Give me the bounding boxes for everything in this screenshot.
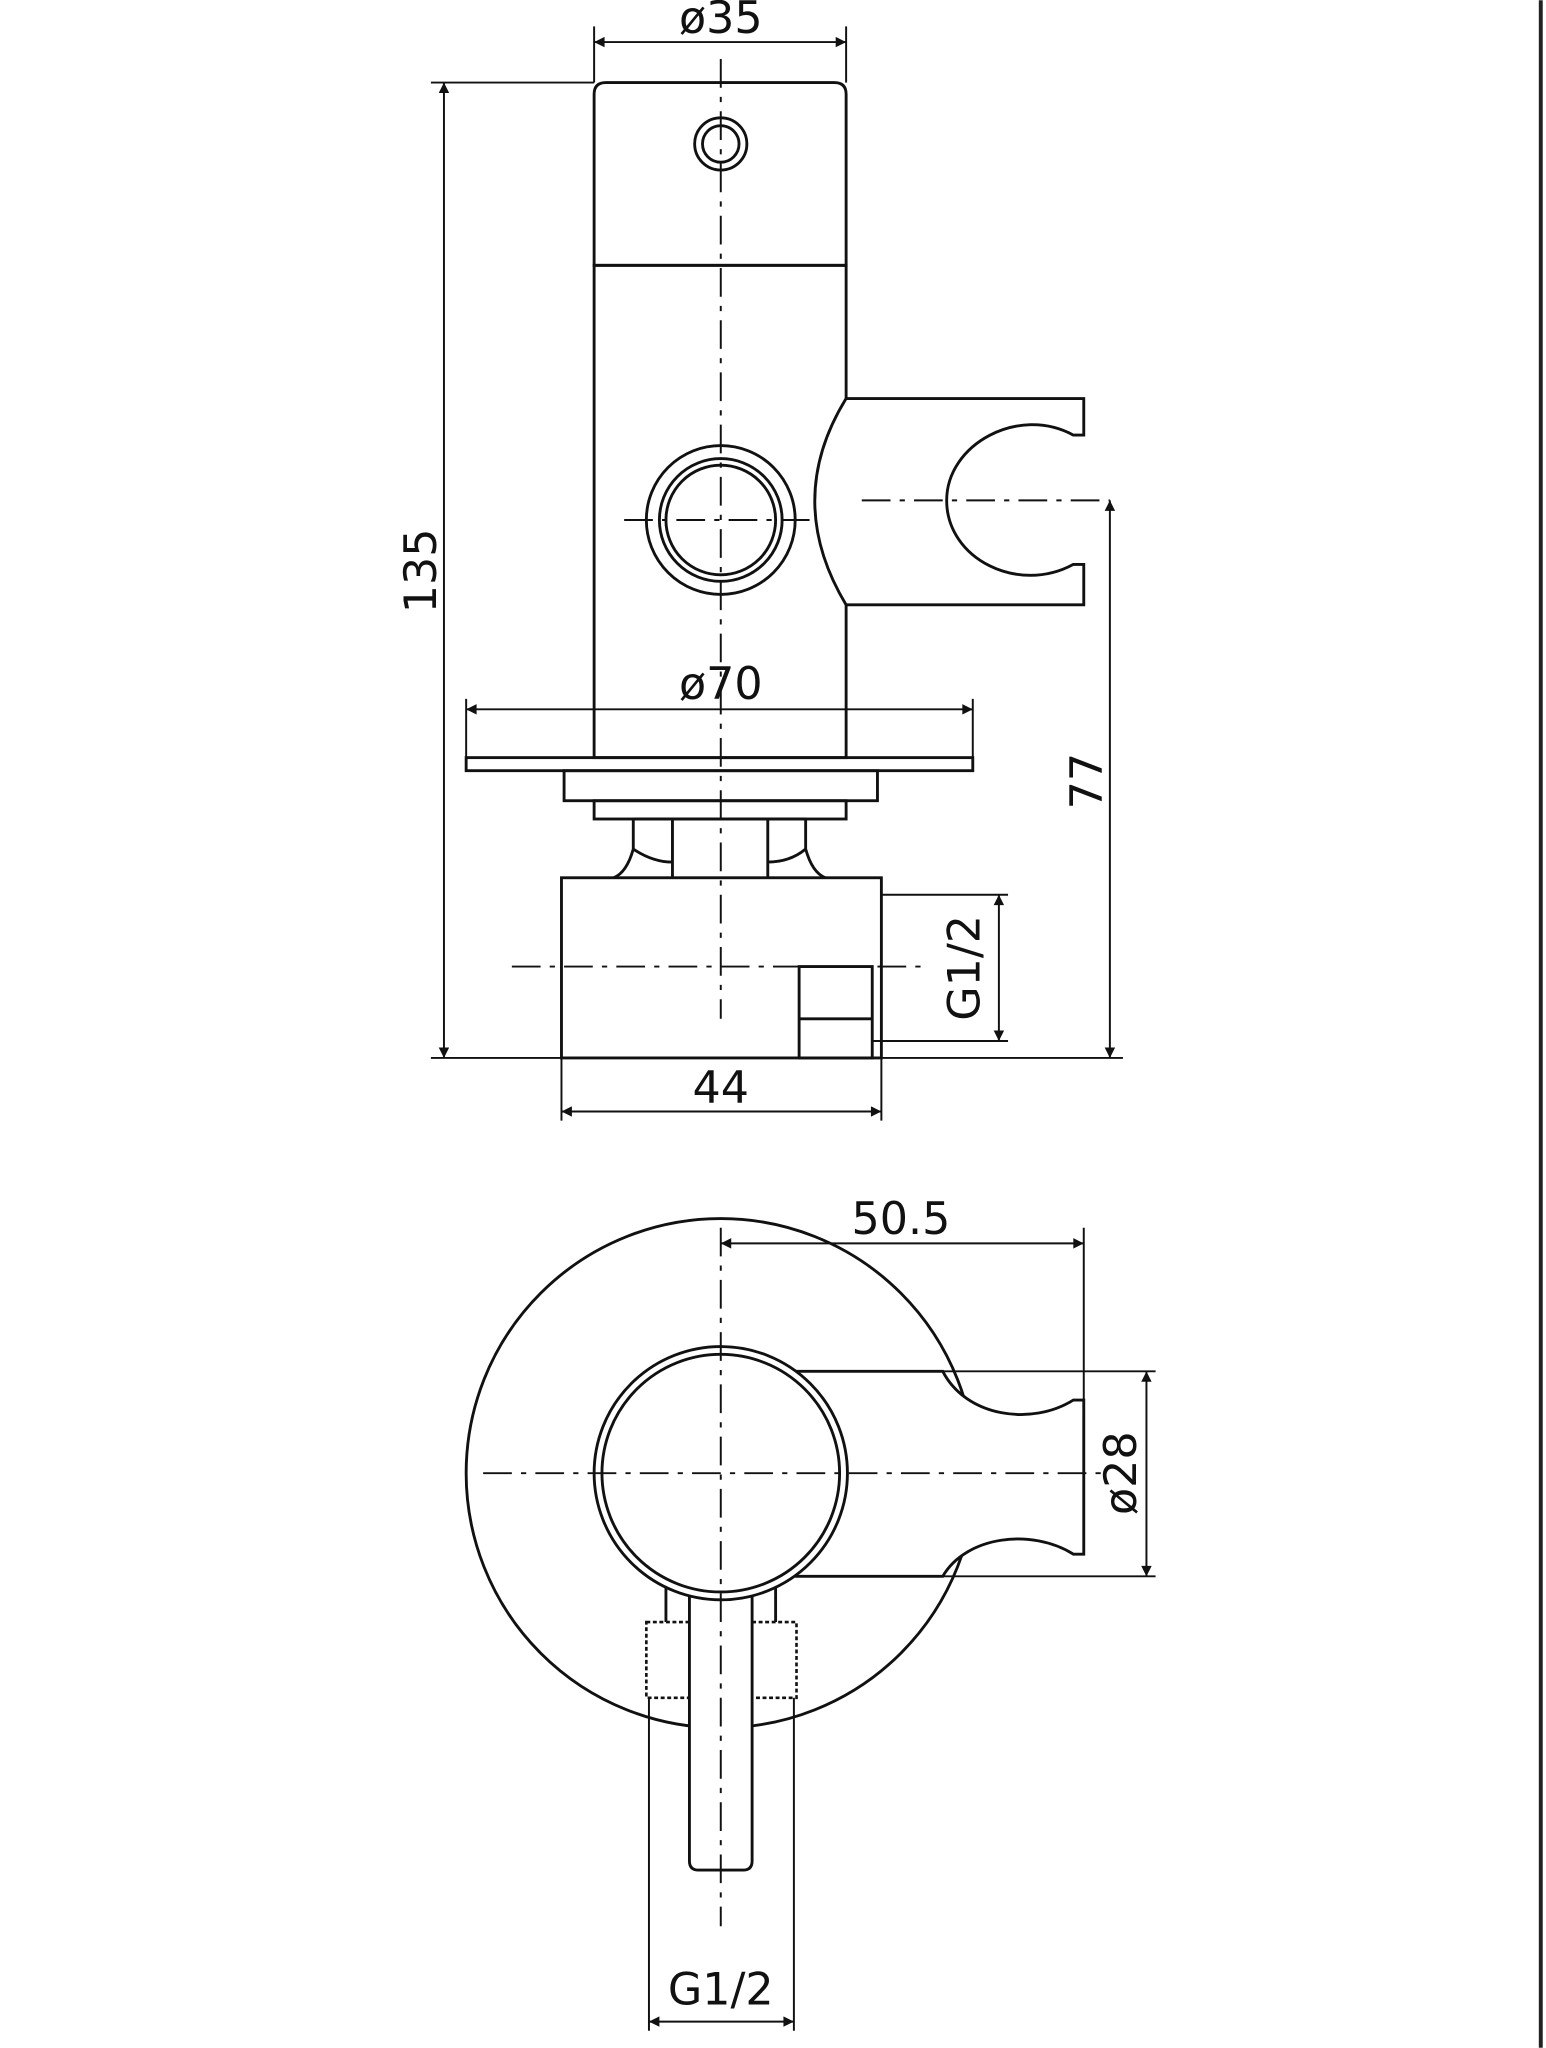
dim-holder-diameter: ø28 xyxy=(1096,1431,1147,1515)
dim-flange-diameter: ø70 xyxy=(679,659,763,710)
dim-box-width: 44 xyxy=(693,1062,749,1113)
top-view: 50.5 ø28 G1/2 xyxy=(464,1194,1156,2031)
dim-holder-reach: 50.5 xyxy=(852,1194,951,1245)
dim-outlet-thread: G1/2 xyxy=(668,1965,774,2016)
flange xyxy=(464,756,975,773)
front-view: ø35 135 ø70 77 G1/2 44 xyxy=(396,0,1123,1121)
dim-holder-height: 77 xyxy=(1062,753,1113,809)
inlet-port xyxy=(797,965,874,1060)
dim-inlet-thread: G1/2 xyxy=(939,915,990,1021)
holder-side xyxy=(813,397,1086,607)
thread-outlet xyxy=(645,1586,798,1700)
hex-nut xyxy=(613,817,826,880)
dim-height: 135 xyxy=(396,529,447,614)
valve-cap xyxy=(592,81,848,267)
inlet-box xyxy=(560,876,883,1060)
dim-top-diameter: ø35 xyxy=(679,0,763,44)
